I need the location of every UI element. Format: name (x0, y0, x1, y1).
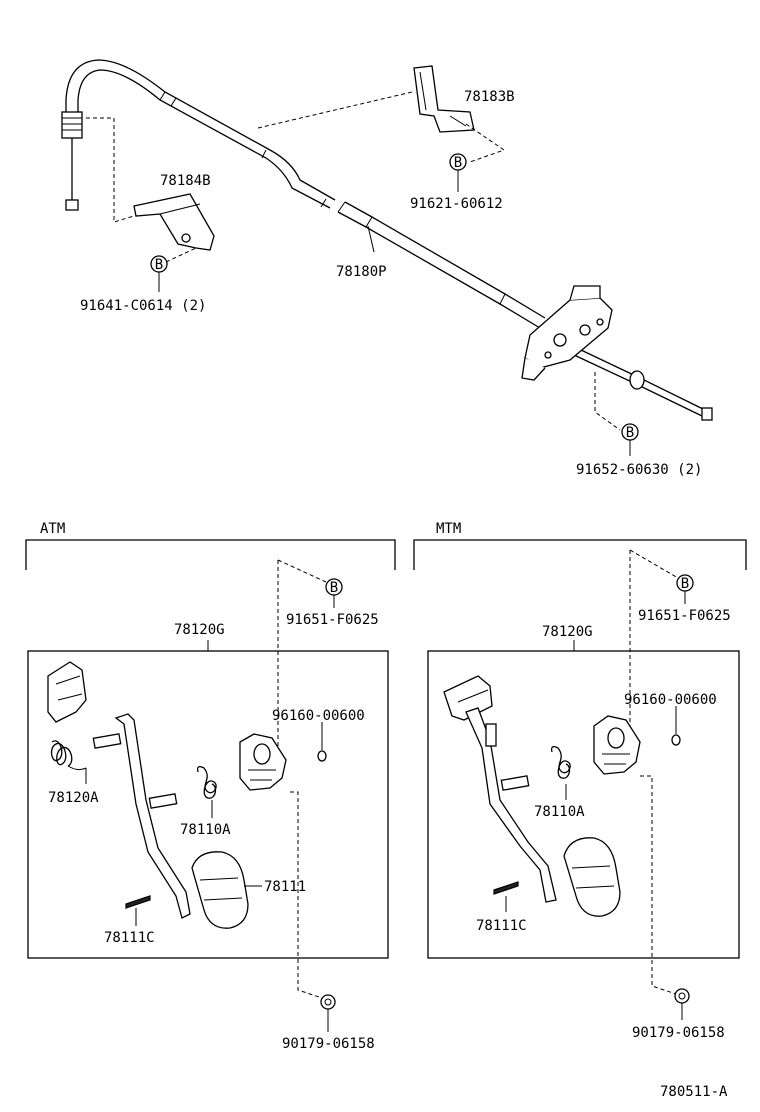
bolt-icon: B (325, 578, 343, 608)
mtm-label-78111C: 78111C (476, 918, 527, 934)
leader-dash (465, 123, 506, 163)
mtm-pedal-arm (465, 707, 557, 903)
svg-text:B: B (454, 155, 462, 171)
leader-dash (594, 372, 621, 431)
mtm-spring-78110A (550, 746, 571, 779)
mtm-label-96160-00600: 96160-00600 (624, 692, 717, 708)
label-78184B: 78184B (160, 173, 211, 189)
atm-label-78111: 78111 (264, 879, 306, 895)
mtm-label-91651-F0625: 91651-F0625 (638, 608, 731, 624)
label-78183B: 78183B (464, 89, 515, 105)
atm-label-78120A: 78120A (48, 790, 99, 806)
atm-label-90179-06158: 90179-06158 (282, 1036, 375, 1052)
mtm-nut (671, 734, 681, 746)
mtm-bracket-line (413, 539, 747, 570)
leader-dash (257, 91, 413, 129)
leader-dash (165, 247, 197, 263)
atm-pedal-pad-78111 (191, 851, 249, 929)
label-91641-C0614: 91641-C0614 (2) (80, 298, 206, 314)
mtm-pin-78111C (493, 881, 519, 895)
atm-label-78120G: 78120G (174, 622, 225, 638)
atm-nut (317, 750, 327, 762)
atm-pedal-stop (47, 661, 87, 723)
bolt-icon: B (676, 574, 694, 604)
bolt-icon: B (150, 255, 168, 292)
mtm-label-78110A: 78110A (534, 804, 585, 820)
leader-dash (290, 791, 323, 999)
bolt-icon: B (449, 153, 467, 192)
mtm-pedal-pad (563, 837, 621, 917)
label-91621-60612: 91621-60612 (410, 196, 503, 212)
atm-label-78111C: 78111C (104, 930, 155, 946)
svg-text:B: B (330, 580, 338, 596)
atm-spring-78120A (50, 740, 87, 771)
mtm-label-90179-06158: 90179-06158 (632, 1025, 725, 1041)
leader-line (367, 225, 375, 253)
mtm-clip-90179 (674, 988, 690, 1020)
atm-bracket-line (25, 539, 396, 570)
atm-label-96160-00600: 96160-00600 (272, 708, 365, 724)
section-label-atm: ATM (40, 521, 65, 537)
bolt-icon: B (621, 423, 639, 456)
atm-pin (148, 793, 178, 809)
leader-dash (86, 117, 135, 223)
mtm-pedal-top (443, 675, 493, 721)
accelerator-cable-assembly (61, 59, 713, 421)
atm-clip-90179 (320, 994, 336, 1032)
atm-label-91651-F0625: 91651-F0625 (286, 612, 379, 628)
atm-label-78110A: 78110A (180, 822, 231, 838)
leader-dash (277, 559, 327, 583)
atm-spring-78110A (196, 766, 217, 799)
diagram-code: 780511-A (660, 1084, 728, 1100)
atm-pedal-arm (114, 713, 191, 919)
leader-dash (640, 775, 677, 995)
svg-text:B: B (681, 576, 689, 592)
bracket-78184B (133, 193, 215, 251)
mtm-pin (500, 775, 530, 791)
label-78180P: 78180P (336, 264, 387, 280)
mtm-label-78120G: 78120G (542, 624, 593, 640)
mtm-bracket-housing (593, 715, 641, 775)
svg-text:B: B (626, 425, 634, 441)
atm-bracket-housing (239, 733, 287, 791)
atm-pin-78111C (125, 895, 151, 909)
leader-dash (629, 549, 679, 579)
atm-pin (92, 733, 122, 749)
mtm-assembly-box (427, 650, 740, 959)
section-label-mtm: MTM (436, 521, 461, 537)
svg-text:B: B (155, 257, 163, 273)
label-91652-60630: 91652-60630 (2) (576, 462, 702, 478)
